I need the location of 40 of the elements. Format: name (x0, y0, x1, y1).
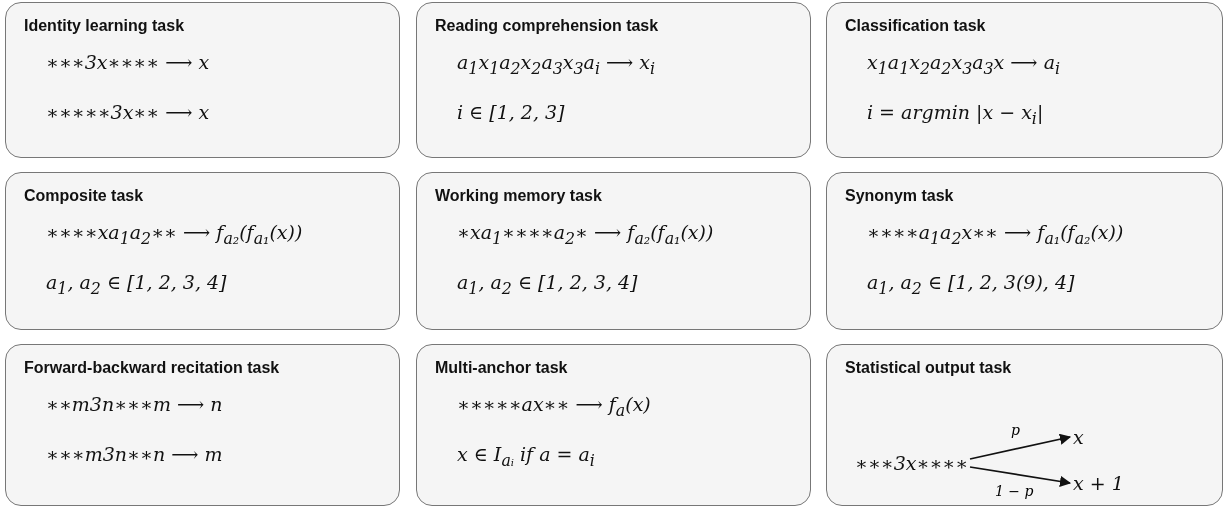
card-heading: Statistical output task (845, 359, 1012, 377)
formula: ∗∗∗∗∗3x∗∗ ⟶ x (46, 101, 210, 123)
task-card (826, 344, 1223, 506)
task-card (416, 172, 811, 330)
card-heading: Working memory task (435, 187, 602, 205)
card-heading: Forward-backward recitation task (24, 359, 280, 377)
card-heading: Multi-anchor task (435, 359, 568, 377)
formula-term: x + 1 (1073, 471, 1124, 495)
card-heading: Synonym task (845, 187, 954, 205)
card-heading: Reading comprehension task (435, 17, 659, 35)
formula: a$_{1}$, a$_{2}$ ∈ [1, 2, 3(9), 4] (867, 271, 1075, 298)
card-heading: Classification task (845, 17, 986, 35)
task-card (826, 172, 1223, 330)
arrow (969, 466, 1072, 487)
formula: i = argmin |x − x$_{i}$| (867, 101, 1044, 128)
edge-label: 1 − p (994, 483, 1035, 499)
card-heading: Identity learning task (24, 17, 185, 35)
card-heading: Composite task (24, 187, 144, 205)
formula: ∗xa$_{1}$∗∗∗∗a$_{2}$∗ ⟶ f$_{a₂}$(f$_{a₁}$(x)) (457, 221, 714, 248)
task-card (5, 2, 400, 158)
formula: ∗∗∗m3n∗∗n ⟶ m (46, 443, 223, 465)
formula: x ∈ I$_{aᵢ}$ if a = a$_{i}$ (457, 443, 595, 470)
task-card (416, 344, 811, 506)
task-card (5, 344, 400, 506)
formula: i ∈ [1, 2, 3] (457, 101, 565, 123)
formula: x$_{1}$a$_{1}$x$_{2}$a$_{2}$x$_{3}$a$_{3}$x ⟶ a$_{i}$ (867, 51, 1061, 78)
formula: ∗∗∗∗xa$_{1}$a$_{2}$∗∗ ⟶ f$_{a₂}$(f$_{a₁}$(x)) (46, 221, 303, 248)
formula: ∗∗∗3x∗∗∗∗ ⟶ x (46, 51, 210, 73)
formula: ∗∗m3n∗∗∗m ⟶ n (46, 393, 223, 415)
task-card (416, 2, 811, 158)
formula: ∗∗∗∗a$_{1}$a$_{2}$x∗∗ ⟶ f$_{a₁}$(f$_{a₂}$(x)) (867, 221, 1124, 248)
task-card (5, 172, 400, 330)
task-card (826, 2, 1223, 158)
formula-term: x (1073, 425, 1084, 449)
formula-term: ∗∗∗3x∗∗∗∗ (855, 451, 969, 475)
arrow (969, 433, 1072, 460)
formula: a$_{1}$, a$_{2}$ ∈ [1, 2, 3, 4] (46, 271, 227, 298)
formula: ∗∗∗∗∗ax∗∗ ⟶ f$_{a}$(x) (457, 393, 651, 420)
formula: a$_{1}$x$_{1}$a$_{2}$x$_{2}$a$_{3}$x$_{3}$a$_{i}$ ⟶ x$_{i}$ (457, 51, 656, 78)
formula: a$_{1}$, a$_{2}$ ∈ [1, 2, 3, 4] (457, 271, 638, 298)
